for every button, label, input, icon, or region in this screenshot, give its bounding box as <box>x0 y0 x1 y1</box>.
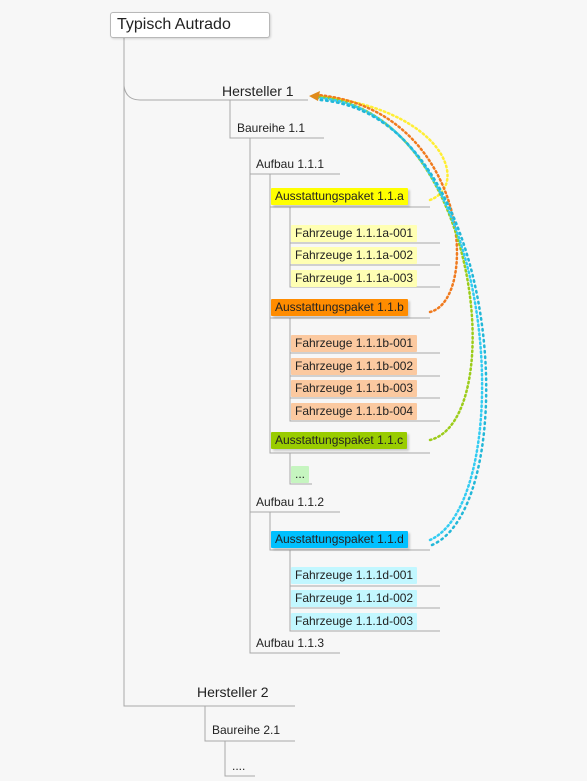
node-fahrzeuge-b-001[interactable]: Fahrzeuge 1.1.1b-001 <box>291 335 418 352</box>
connector-root <box>123 38 295 707</box>
node-ellipsis-c[interactable]: ... <box>291 466 310 483</box>
connector-hersteller-1 <box>123 85 308 101</box>
node-paket-d[interactable]: Ausstattungspaket 1.1.d <box>271 531 408 548</box>
connector-fahrzeuge-a <box>289 207 440 288</box>
node-fahrzeuge-b-002[interactable]: Fahrzeuge 1.1.1b-002 <box>291 358 418 375</box>
connector-hersteller1-baureihe <box>229 100 324 139</box>
node-fahrzeuge-b-003[interactable]: Fahrzeuge 1.1.1b-003 <box>291 380 418 397</box>
connector-fahrzeuge-d <box>289 550 440 632</box>
node-paket-a[interactable]: Ausstattungspaket 1.1.a <box>271 188 408 205</box>
connector-aufbau111-pakete <box>269 174 430 454</box>
node-aufbau-1-1-2[interactable]: Aufbau 1.1.2 <box>256 495 325 509</box>
node-paket-b[interactable]: Ausstattungspaket 1.1.b <box>271 299 408 316</box>
node-fahrzeuge-b-004[interactable]: Fahrzeuge 1.1.1b-004 <box>291 403 418 420</box>
root-node[interactable]: Typisch Autrado <box>110 12 270 38</box>
node-fahrzeuge-a-003[interactable]: Fahrzeuge 1.1.1a-003 <box>291 270 418 287</box>
node-fahrzeuge-d-003[interactable]: Fahrzeuge 1.1.1d-003 <box>291 613 418 630</box>
connector-baureihe2-ellipsis <box>224 741 255 777</box>
connector-baureihe-aufbau <box>249 138 340 654</box>
node-baureihe-1-1[interactable]: Baureihe 1.1 <box>237 121 306 135</box>
connector-ellipsis-c <box>289 453 312 485</box>
node-paket-c[interactable]: Ausstattungspaket 1.1.c <box>271 432 408 449</box>
node-fahrzeuge-d-001[interactable]: Fahrzeuge 1.1.1d-001 <box>291 567 418 584</box>
relation-arrow-d <box>316 96 484 542</box>
node-hersteller-1[interactable]: Hersteller 1 <box>222 83 294 99</box>
connector-hersteller2-baureihe <box>204 706 295 742</box>
node-fahrzeuge-a-001[interactable]: Fahrzeuge 1.1.1a-001 <box>291 225 418 242</box>
connector-aufbau112-paket-d <box>269 512 430 551</box>
relation-arrow-b <box>316 93 459 314</box>
node-ellipsis-2[interactable]: .... <box>232 759 246 773</box>
node-hersteller-2[interactable]: Hersteller 2 <box>197 684 269 700</box>
relation-arrow-a <box>316 94 449 202</box>
node-aufbau-1-1-1[interactable]: Aufbau 1.1.1 <box>256 157 325 171</box>
node-aufbau-1-1-3[interactable]: Aufbau 1.1.3 <box>256 636 325 650</box>
arrowhead-icon <box>309 91 320 101</box>
node-fahrzeuge-d-002[interactable]: Fahrzeuge 1.1.1d-002 <box>291 590 418 607</box>
node-baureihe-2-1[interactable]: Baureihe 2.1 <box>212 723 281 737</box>
node-fahrzeuge-a-002[interactable]: Fahrzeuge 1.1.1a-002 <box>291 247 418 264</box>
connector-fahrzeuge-b <box>289 318 440 422</box>
